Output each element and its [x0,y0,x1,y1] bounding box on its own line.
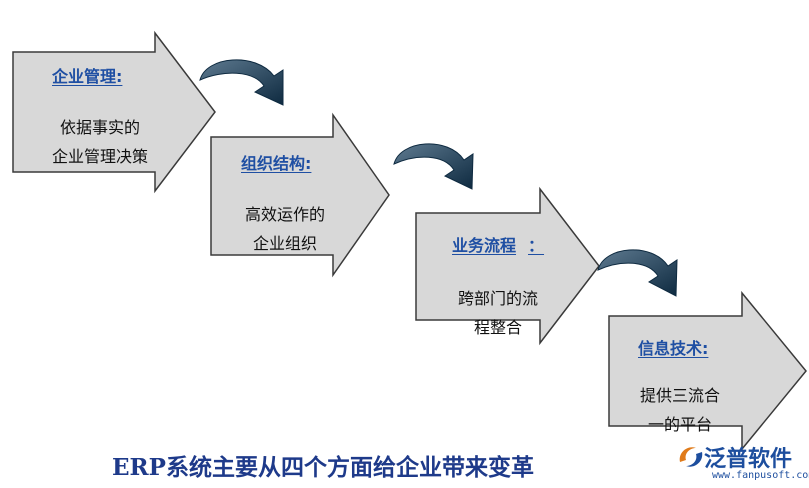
curved-arrow-icon-1 [199,59,284,106]
step-title-2: 组织结构: [241,154,312,173]
brand-logo: 泛普软件 www.fanpusoft.com [676,440,809,486]
step-title-3: 业务流程： [452,236,545,255]
step-title-1: 企业管理: [52,67,123,86]
step-arrow-4 [608,290,807,452]
diagram-caption: ERP系统主要从四个方面给企业带来变革 [112,454,534,481]
step-desc-4: 提供三流合 一的平台 [639,386,720,434]
step-desc-2: 高效运作的 企业组织 [244,205,325,253]
step-arrow-3 [415,186,600,346]
brand-name: 泛普软件 [704,447,793,472]
step-arrow-1 [12,30,216,194]
step-desc-1: 依据事实的 企业管理决策 [51,118,148,166]
brand-url: www.fanpusoft.com [712,470,809,481]
step-arrow-2 [210,112,390,278]
curved-arrow-icon-2 [393,143,474,190]
swirl-logo-icon [679,447,703,467]
step-title-4: 信息技术: [638,339,709,358]
curved-arrow-icon-3 [597,249,678,297]
step-desc-3: 跨部门的流 程整合 [457,289,538,337]
